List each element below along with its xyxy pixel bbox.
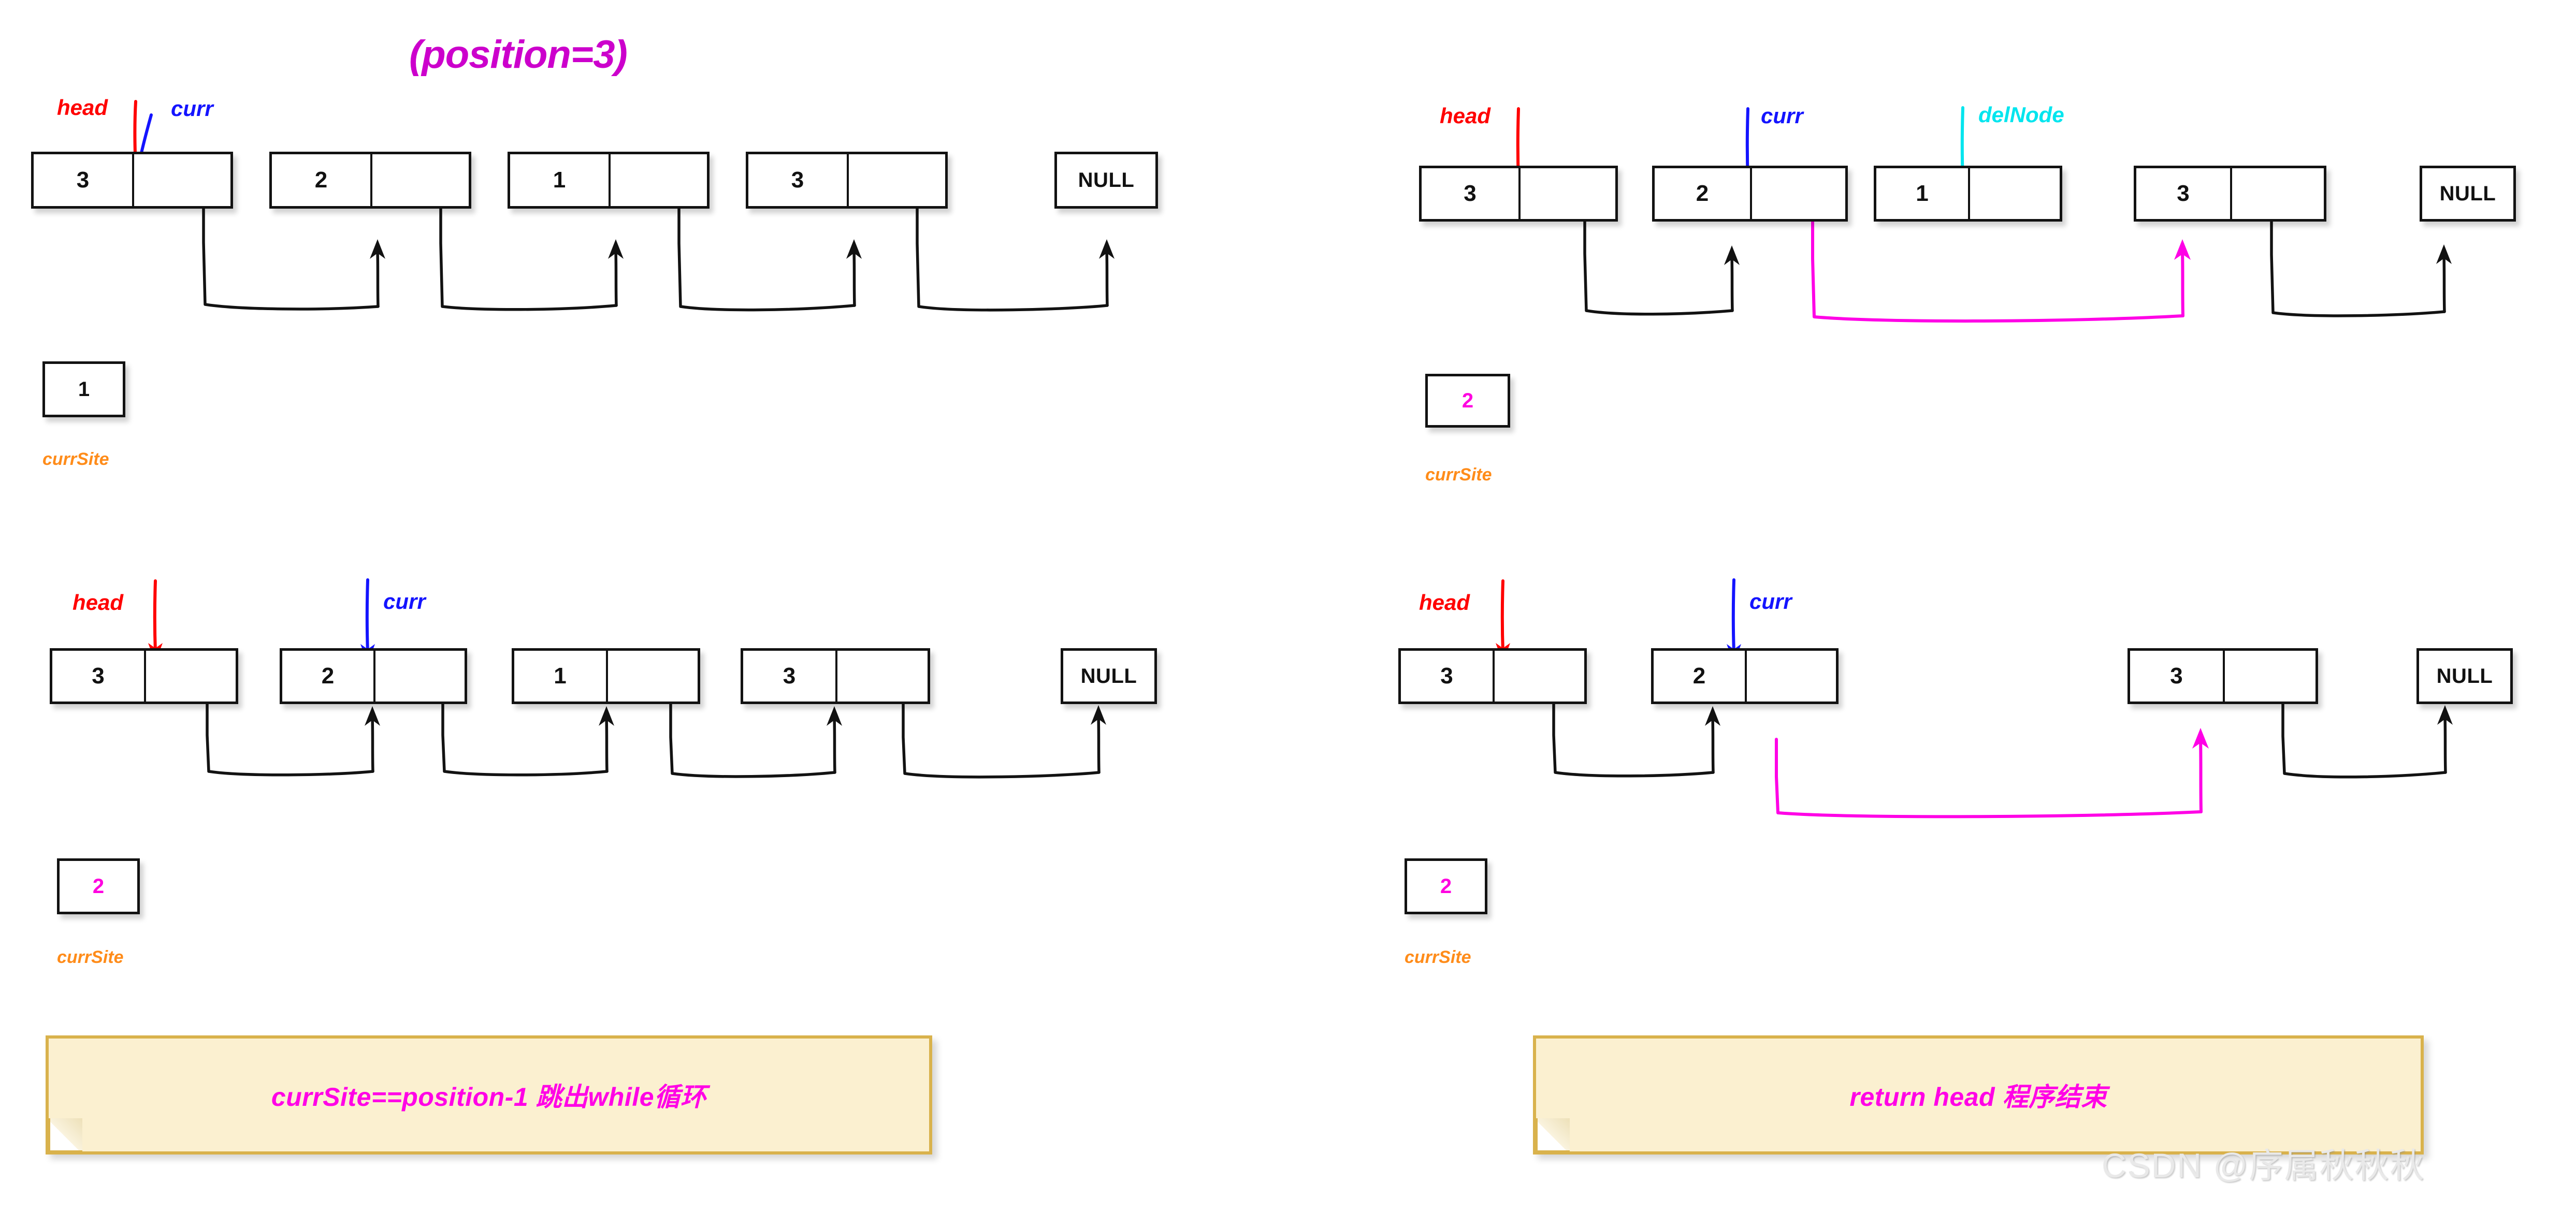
note-right-text: return head 程序结束	[1849, 1083, 2107, 1112]
node-value: 2	[1692, 663, 1706, 689]
currsite-box[interactable]: 2	[1425, 374, 1510, 428]
node-value: 2	[1696, 181, 1709, 206]
currsite-label: currSite	[42, 449, 109, 469]
note-left-text: currSite==position-1 跳出while循环	[271, 1083, 707, 1112]
node-value: 3	[2170, 663, 2183, 689]
pointer-label-head: head	[73, 590, 124, 615]
node-value: 2	[321, 663, 335, 689]
node-box[interactable]: 1	[1874, 166, 2062, 222]
currsite-box[interactable]: 2	[1405, 858, 1487, 914]
node-divider	[1968, 168, 1970, 220]
node-divider	[132, 154, 134, 207]
page-curl-icon	[47, 1118, 82, 1153]
pointer-label-curr: curr	[1761, 104, 1803, 128]
node-box[interactable]: 1	[512, 648, 700, 704]
null-node-box[interactable]: NULL	[2416, 648, 2513, 704]
null-node-box[interactable]: NULL	[1054, 152, 1158, 209]
node-divider	[1493, 650, 1495, 702]
null-node-box[interactable]: NULL	[2420, 166, 2516, 222]
node-box[interactable]: 3	[2134, 166, 2326, 222]
node-divider	[609, 154, 611, 207]
null-label: NULL	[2436, 664, 2493, 688]
node-value: 3	[1464, 181, 1477, 206]
pointer-label-head: head	[1419, 590, 1470, 615]
node-box[interactable]: 3	[741, 648, 930, 704]
node-divider	[373, 650, 375, 702]
node-divider	[2223, 650, 2225, 702]
node-box[interactable]: 3	[2128, 648, 2318, 704]
node-box[interactable]: 2	[1652, 166, 1848, 222]
currsite-box[interactable]: 2	[57, 858, 140, 914]
node-divider	[1745, 650, 1747, 702]
node-divider	[1518, 168, 1521, 220]
node-value: 2	[314, 167, 328, 193]
node-value: 3	[791, 167, 804, 193]
pointer-label-head: head	[57, 95, 108, 120]
node-box[interactable]: 3	[746, 152, 948, 209]
node-value: 3	[76, 167, 90, 193]
page-curl-icon	[1535, 1118, 1570, 1153]
pointer-label-curr: curr	[1749, 589, 1792, 613]
null-label: NULL	[1078, 168, 1135, 192]
pointer-label-curr: curr	[171, 96, 213, 121]
node-box[interactable]: 3	[50, 648, 238, 704]
pointer-label-delnode: delNode	[1978, 103, 2064, 127]
node-divider	[847, 154, 849, 207]
node-divider	[835, 650, 837, 702]
note-left[interactable]: currSite==position-1 跳出while循环	[46, 1035, 932, 1154]
node-box[interactable]: 3	[1419, 166, 1618, 222]
node-divider	[606, 650, 608, 702]
node-divider	[144, 650, 146, 702]
node-divider	[1750, 168, 1752, 220]
null-label: NULL	[2439, 182, 2496, 205]
node-divider	[2230, 168, 2232, 220]
node-box[interactable]: 2	[269, 152, 471, 209]
currsite-label: currSite	[1425, 465, 1492, 485]
node-value: 3	[783, 663, 796, 689]
node-box[interactable]: 1	[508, 152, 710, 209]
currsite-box[interactable]: 1	[42, 361, 125, 417]
note-right[interactable]: return head 程序结束	[1533, 1035, 2424, 1154]
node-value: 1	[553, 167, 566, 193]
pointer-label-curr: curr	[383, 589, 426, 613]
node-value: 3	[2177, 181, 2190, 206]
node-box[interactable]: 2	[1651, 648, 1839, 704]
node-box[interactable]: 2	[280, 648, 467, 704]
node-divider	[370, 154, 372, 207]
currsite-label: currSite	[57, 947, 124, 967]
page-title: (position=3)	[409, 33, 628, 77]
watermark: CSDN @序属秋秋秋	[2102, 1146, 2425, 1185]
pointer-label-head: head	[1440, 104, 1491, 128]
node-value: 3	[92, 663, 105, 689]
null-node-box[interactable]: NULL	[1061, 648, 1157, 704]
node-value: 1	[1916, 181, 1929, 206]
node-value: 1	[554, 663, 567, 689]
null-label: NULL	[1080, 664, 1137, 688]
node-value: 3	[1440, 663, 1453, 689]
node-box[interactable]: 3	[31, 152, 233, 209]
node-box[interactable]: 3	[1398, 648, 1587, 704]
currsite-label: currSite	[1405, 947, 1471, 967]
